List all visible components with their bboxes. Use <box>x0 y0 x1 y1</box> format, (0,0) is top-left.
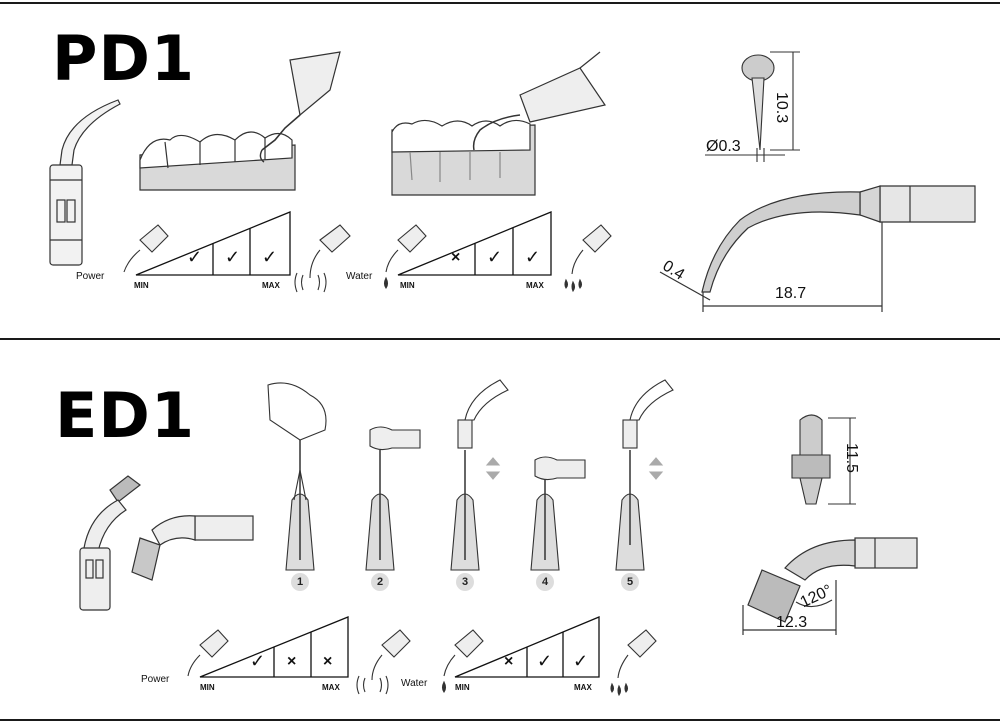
ed1-step-5-number: 5 <box>621 573 639 591</box>
pd1-power-max: MAX <box>262 281 280 290</box>
ed1-dim-length: 12.3 <box>776 614 808 631</box>
ed1-power-mark-1: ✓ <box>250 651 266 671</box>
ed1-dim-height: 11.5 <box>843 443 860 473</box>
pd1-title: PD1 <box>52 22 196 95</box>
ed1-power-label: Power <box>141 674 170 685</box>
ed1-power-mark-3: × <box>323 653 333 670</box>
top-rule <box>0 2 1000 4</box>
ed1-water-mark-2: ✓ <box>537 651 553 671</box>
ed1-water-max: MAX <box>574 683 592 692</box>
ed1-water-mark-1: × <box>504 653 514 670</box>
pd1-tip-insert-icon <box>49 99 121 266</box>
ed1-step-3-illustration <box>450 379 509 571</box>
pd1-water-handpiece-min-icon <box>383 224 427 289</box>
pd1-dim-diameter: Ø0.3 <box>706 138 741 155</box>
ed1-power-max: MAX <box>322 683 340 692</box>
pd1-water-mark-3: ✓ <box>525 247 541 267</box>
pd1-handpiece-1-icon <box>259 51 341 163</box>
pd1-curved-tip-icon <box>659 185 976 312</box>
ed1-angled-tip-icon <box>742 537 918 635</box>
ed1-water-handpiece-max-icon <box>610 629 657 697</box>
ed1-step-5-illustration <box>615 379 674 571</box>
pd1-water-label: Water <box>346 271 373 282</box>
ed1-step-1-illustration <box>267 382 327 571</box>
ed1-water-min: MIN <box>455 683 470 692</box>
pd1-water-triangle <box>397 211 552 276</box>
ed1-water-label: Water <box>401 678 428 689</box>
pd1-water-mark-2: ✓ <box>487 247 503 267</box>
pd1-power-mark-3: ✓ <box>262 247 278 267</box>
ed1-tip-insert-1-icon <box>79 475 141 611</box>
pd1-teeth-row-1 <box>139 131 296 191</box>
ed1-step-3-number: 3 <box>456 573 474 591</box>
ed1-power-min: MIN <box>200 683 215 692</box>
pd1-power-mark-1: ✓ <box>187 247 203 267</box>
ed1-water-handpiece-min-icon <box>441 629 484 693</box>
pd1-water-handpiece-max-icon <box>564 224 612 293</box>
ed1-step-1-number: 1 <box>291 573 309 591</box>
ed1-step-2-illustration <box>365 426 421 571</box>
pd1-power-handpiece-max-icon <box>294 224 351 293</box>
pd1-dim-length: 18.7 <box>775 285 807 302</box>
ed1-power-mark-2: × <box>287 653 297 670</box>
ed1-power-handpiece-min-icon <box>187 629 229 677</box>
pd1-power-triangle <box>135 211 291 276</box>
ed1-power-handpiece-max-icon <box>356 629 411 695</box>
pd1-power-min: MIN <box>134 281 149 290</box>
ed1-step-4-number: 4 <box>536 573 554 591</box>
pd1-power-handpiece-min-icon <box>123 224 169 273</box>
pd1-power-label: Power <box>76 271 105 282</box>
ed1-water-triangle <box>454 616 600 678</box>
pd1-handpiece-2-icon <box>472 51 606 151</box>
pd1-illustrations <box>49 51 976 312</box>
ed1-step-2-number: 2 <box>371 573 389 591</box>
ed1-title: ED1 <box>55 379 195 452</box>
pd1-water-mark-1: × <box>451 249 461 266</box>
pd1-power-mark-2: ✓ <box>225 247 241 267</box>
ed1-power-triangle <box>199 616 349 678</box>
pd1-tip-detail-icon <box>705 51 800 162</box>
ed1-tip-insert-2-icon <box>131 515 254 581</box>
middle-rule <box>0 338 1000 340</box>
pd1-teeth-row-2 <box>391 119 536 196</box>
ed1-water-mark-3: ✓ <box>573 651 589 671</box>
ed1-step-4-illustration <box>530 456 586 571</box>
pd1-water-max: MAX <box>526 281 544 290</box>
ed1-tip-detail-icon <box>791 414 856 505</box>
pd1-water-min: MIN <box>400 281 415 290</box>
bottom-rule <box>0 719 1000 721</box>
